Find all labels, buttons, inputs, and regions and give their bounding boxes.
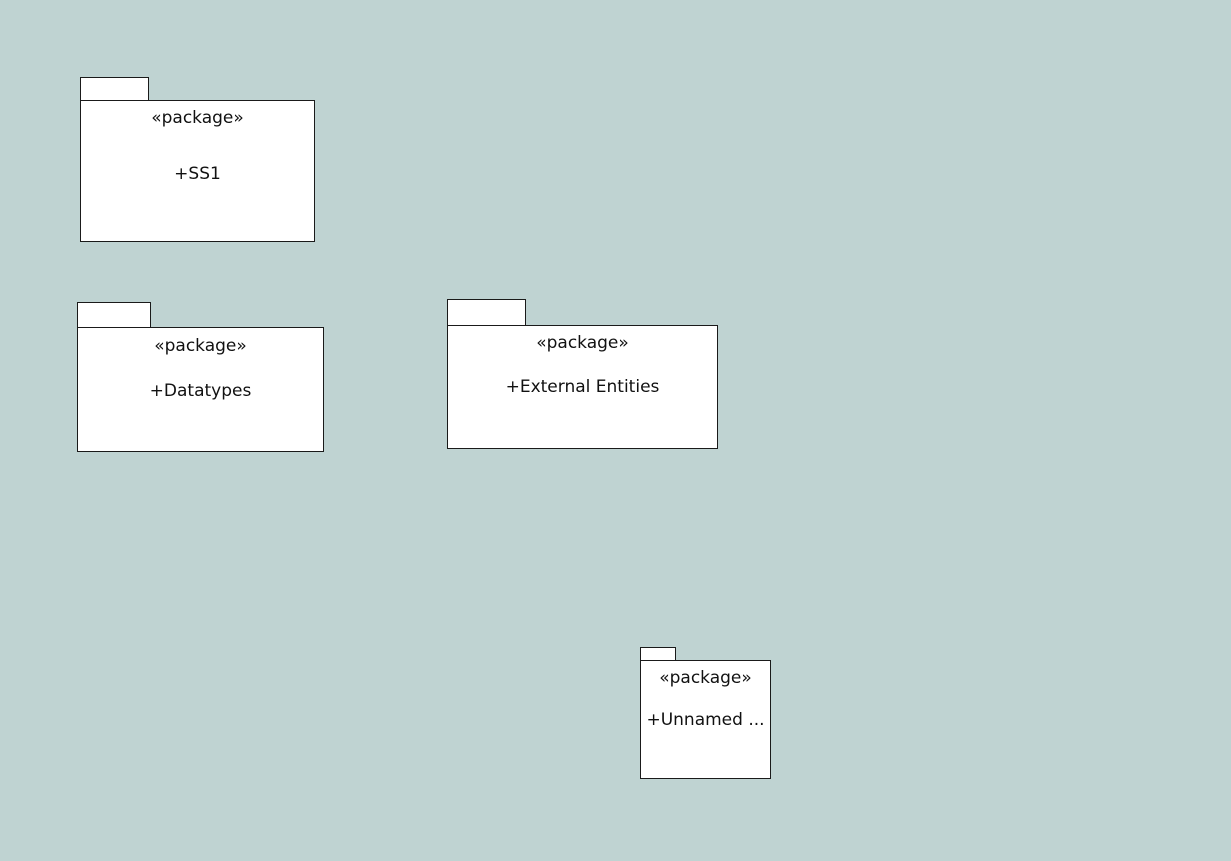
package-name: +External Entities [505, 377, 660, 397]
package-tab [77, 302, 151, 328]
package-stereotype: «package» [154, 336, 247, 356]
package-body[interactable]: «package» +External Entities [447, 325, 718, 449]
package-tab [80, 77, 149, 101]
package-body[interactable]: «package» +SS1 [80, 100, 315, 242]
package-stereotype: «package» [151, 108, 244, 128]
package-stereotype: «package» [659, 668, 752, 688]
package-body[interactable]: «package» +Unnamed ... [640, 660, 771, 779]
package-tab [447, 299, 526, 326]
package-name: +Unnamed ... [646, 710, 765, 730]
package-tab [640, 647, 676, 661]
package-name: +SS1 [174, 164, 221, 184]
package-body[interactable]: «package» +Datatypes [77, 327, 324, 452]
package-name: +Datatypes [149, 381, 252, 401]
package-stereotype: «package» [536, 333, 629, 353]
